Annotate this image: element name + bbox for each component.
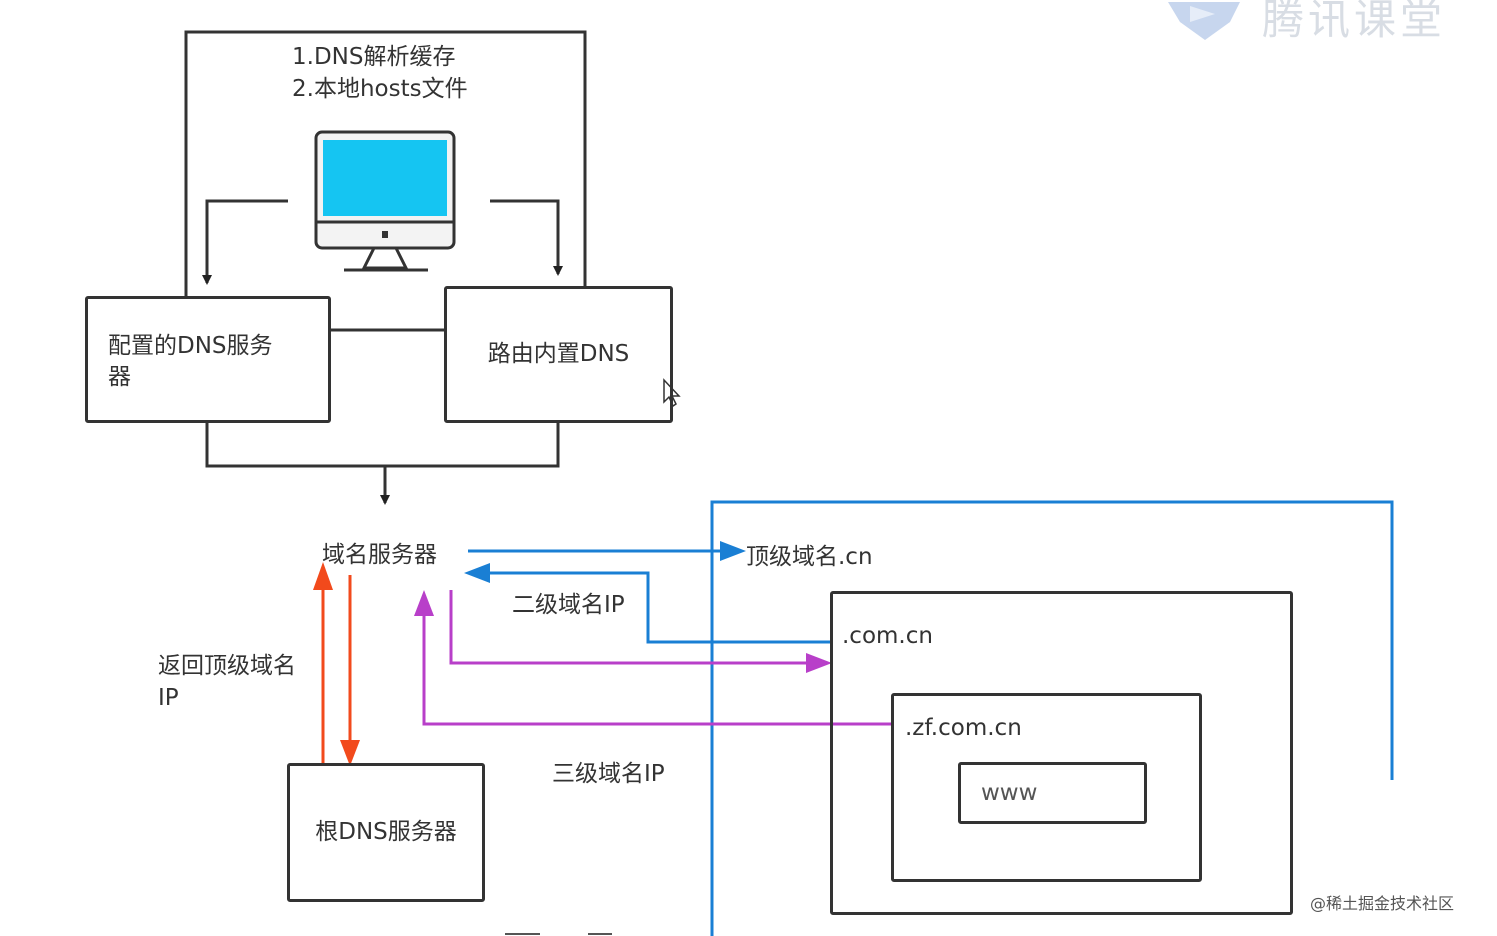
www-label: www xyxy=(981,779,1038,806)
top-level-domain-label: 顶级域名.cn xyxy=(746,544,873,570)
configured-dns-label-line1: 配置的DNS服务 xyxy=(108,333,273,359)
second-level-ip-arrow xyxy=(488,571,830,644)
client-to-router-arrow xyxy=(490,199,563,276)
client-frame xyxy=(184,30,587,296)
return-top-level-label-line1: 返回顶级域名 xyxy=(158,653,296,679)
hosts-file-label: 2.本地hosts文件 xyxy=(292,76,468,102)
query-com-cn-arrow xyxy=(449,590,810,665)
root-dns-label: 根DNS服务器 xyxy=(315,819,457,845)
client-to-configured-arrow xyxy=(202,199,288,285)
source-credit: @稀土掘金技术社区 xyxy=(1310,894,1455,913)
zf-com-cn-label: .zf.com.cn xyxy=(905,715,1022,741)
com-cn-box xyxy=(830,591,1293,915)
query-com-cn-arrowhead xyxy=(806,653,832,673)
computer-icon xyxy=(314,130,456,272)
third-level-ip-arrowhead xyxy=(414,590,434,616)
router-dns-label: 路由内置DNS xyxy=(487,341,630,367)
third-level-ip-label: 三级域名IP xyxy=(552,761,665,787)
query-top-level-arrowhead xyxy=(720,541,746,561)
com-cn-label: .com.cn xyxy=(842,623,933,649)
watermark-text: 腾讯课堂 xyxy=(1262,0,1447,44)
www-box: www xyxy=(958,762,1147,824)
domain-server-label: 域名服务器 xyxy=(322,542,437,568)
third-level-ip-arrow xyxy=(422,612,892,726)
dns-cache-label: 1.DNS解析缓存 xyxy=(292,44,456,70)
watermark-logo-icon xyxy=(1168,2,1240,40)
router-dns-box: 路由内置DNS xyxy=(444,286,673,423)
root-return-arrowhead xyxy=(313,562,333,590)
return-top-level-label-line2: IP xyxy=(158,685,179,711)
merge-to-domain-server-line xyxy=(205,422,560,468)
second-level-ip-label: 二级域名IP xyxy=(512,592,625,618)
root-dns-server-box: 根DNS服务器 xyxy=(287,763,485,902)
configured-dns-server-box: 配置的DNS服务 器 xyxy=(85,296,331,423)
configured-dns-label-line2: 器 xyxy=(108,364,131,390)
blue-region-line xyxy=(710,500,1394,936)
second-level-ip-arrowhead xyxy=(464,563,490,583)
zf-com-cn-box xyxy=(891,693,1202,882)
query-root-arrowhead xyxy=(340,740,360,766)
